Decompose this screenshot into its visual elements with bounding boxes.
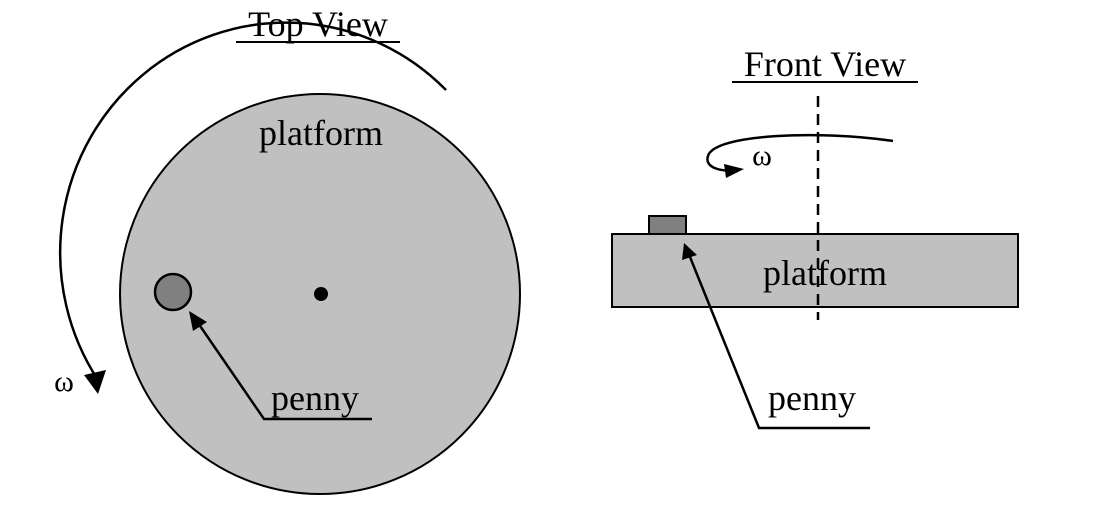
front-view-rotation-arc — [706, 133, 894, 172]
front-view-rotation-arrowhead — [724, 164, 744, 178]
top-view-penny-leader-line — [194, 319, 372, 421]
top-view-penny-leader-arrowhead — [189, 311, 207, 331]
top-view-penny — [153, 272, 193, 312]
top-view-penny-label: penny — [271, 378, 359, 418]
front-view-platform-slab — [611, 233, 1019, 308]
front-view-penny-label: penny — [768, 378, 856, 418]
front-view-penny — [648, 215, 687, 235]
top-view-platform-label: platform — [259, 113, 383, 153]
top-view-rotation-arrowhead — [84, 370, 106, 394]
top-view-group: Top View ω platform penny — [54, 4, 521, 495]
top-view-omega-label: ω — [54, 365, 74, 398]
front-view-group: Front View platform ω penny — [611, 44, 1019, 430]
top-view-rotation-arc — [58, 21, 447, 381]
top-view-center-dot — [314, 287, 328, 301]
front-view-penny-leader-arrowhead — [682, 243, 697, 260]
front-view-penny-leader-line — [688, 256, 870, 430]
front-view-platform-label: platform — [763, 253, 887, 293]
front-view-omega-label: ω — [752, 139, 772, 172]
front-view-title: Front View — [744, 44, 906, 84]
